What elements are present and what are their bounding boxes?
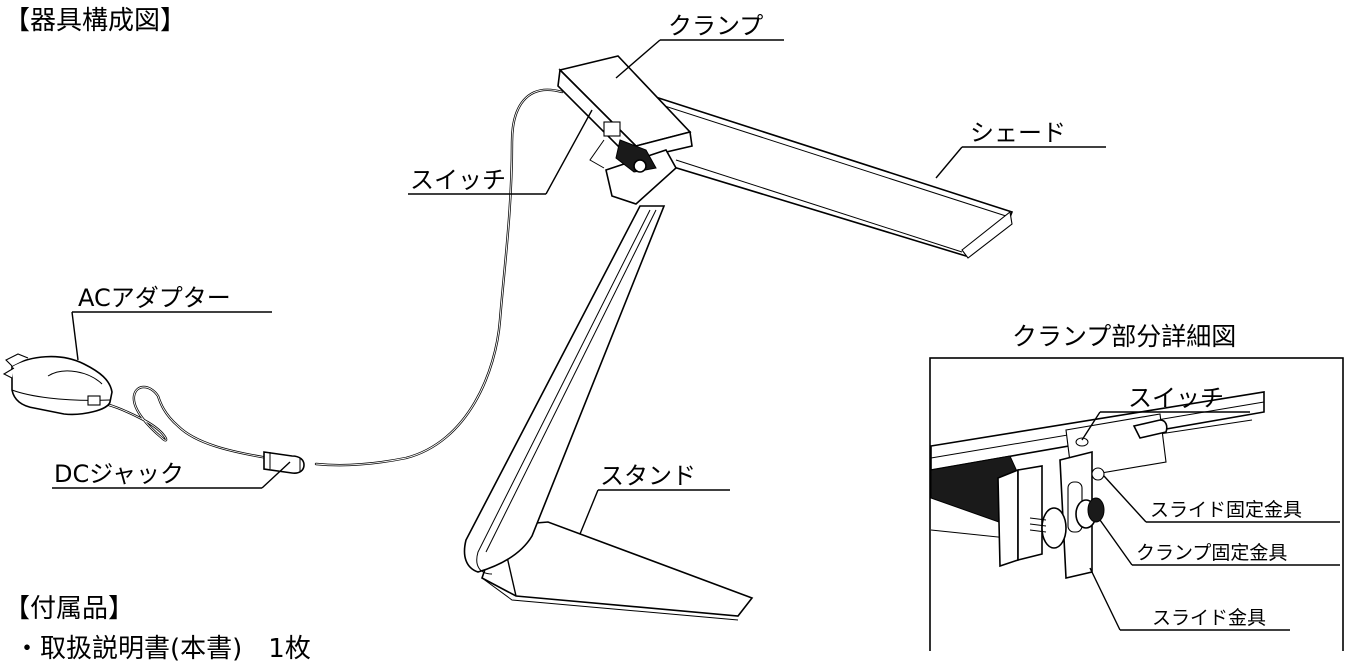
label-switch: スイッチ — [410, 166, 506, 194]
composition-heading: 【器具構成図】 — [4, 6, 187, 36]
label-stand: スタンド — [600, 462, 696, 490]
label-clamp: クランプ — [668, 12, 763, 40]
stand-base — [481, 521, 754, 621]
detail-label-slide-bracket: スライド金具 — [1152, 607, 1266, 629]
leader-lines — [52, 39, 1106, 535]
detail-title: クランプ部分詳細図 — [1012, 322, 1236, 351]
detail-label-slide-fixing: スライド固定金具 — [1150, 499, 1302, 521]
lamp-shade — [623, 90, 1014, 259]
dc-jack-plug — [263, 451, 305, 474]
label-shade: シェード — [970, 119, 1066, 147]
accessories-heading: 【付属品】 — [4, 594, 135, 624]
ac-adapter-body — [2, 353, 113, 416]
lamp-clamp — [557, 55, 693, 205]
label-dc-jack: DCジャック — [54, 460, 184, 488]
power-cord — [94, 88, 564, 467]
clamp-detail-figure: クランプ部分詳細図 スイッチ スライド固定金 — [929, 322, 1344, 651]
detail-label-clamp-fixing: クランプ固定金具 — [1136, 542, 1287, 564]
lamp-arm — [463, 205, 666, 575]
detail-label-switch: スイッチ — [1128, 384, 1224, 412]
label-ac-adapter: ACアダプター — [78, 284, 231, 312]
